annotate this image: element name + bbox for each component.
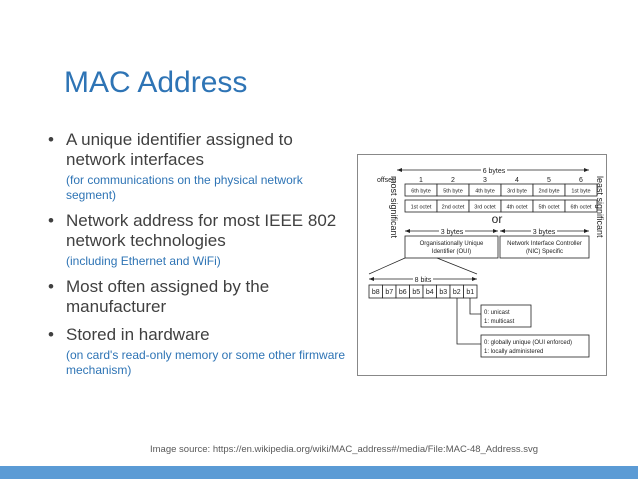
bit-label: b1 <box>466 289 474 296</box>
eight-bits-label: 8 bits <box>415 277 432 284</box>
octet-label: 4th octet <box>506 205 528 211</box>
local-label: 1: locally administered <box>484 349 543 355</box>
arrow-head <box>405 229 410 233</box>
bit-label: b2 <box>453 289 461 296</box>
bit-label: b3 <box>439 289 447 296</box>
arrow-head <box>584 229 589 233</box>
offset-number: 6 <box>579 177 583 184</box>
three-bytes-label: 3 bytes <box>441 229 464 236</box>
expand-line <box>436 257 478 275</box>
bullet-item: • Most often assigned by the manufacture… <box>48 277 348 317</box>
mac-address-diagram: 6 bytes offset: 1 2 3 4 5 6 6th byte 5th… <box>357 154 607 376</box>
bit-label: b8 <box>372 289 380 296</box>
byte-label: 6th byte <box>411 189 431 195</box>
three-bytes-label: 3 bytes <box>533 229 556 236</box>
byte-label: 4th byte <box>475 189 495 195</box>
bullet-item: • A unique identifier assigned to networ… <box>48 130 348 203</box>
b2-callout <box>456 298 481 345</box>
bullet-text: Network address for most IEEE 802 networ… <box>66 211 337 250</box>
or-label: or <box>492 212 503 226</box>
least-significant-label: least significant <box>595 176 605 238</box>
octet-label: 1st octet <box>411 205 432 211</box>
global-local-box <box>480 334 590 358</box>
byte-label: 2nd byte <box>538 189 559 195</box>
label-bg <box>413 274 433 284</box>
bullet-text: Most often assigned by the manufacturer <box>66 277 270 316</box>
global-label: 0: globally unique (OUI enforced) <box>484 340 572 346</box>
bit-label: b6 <box>399 289 407 296</box>
arrow-head <box>500 229 505 233</box>
nic-label-line1: Network Interface Controller <box>507 241 582 247</box>
oui-label-line2: Identifier (OUI) <box>432 249 471 255</box>
octet-label: 2nd octet <box>442 205 465 211</box>
byte-label: 3rd byte <box>507 189 527 195</box>
oui-box <box>404 235 499 259</box>
label-bg <box>439 226 465 236</box>
nic-label-line2: (NIC) Specific <box>526 249 563 255</box>
most-significant-label: most significant <box>389 176 399 239</box>
b1-callout <box>469 298 481 315</box>
bullet-subtext: (on card's read-only memory or some othe… <box>66 348 346 377</box>
bullet-text: Stored in hardware <box>66 325 210 344</box>
label-bg <box>481 165 507 175</box>
bullet-dot: • <box>48 277 54 296</box>
bit-label: b7 <box>385 289 393 296</box>
bullet-subtext: (for communications on the physical netw… <box>66 173 303 202</box>
offset-number: 3 <box>483 177 487 184</box>
bit-label: b5 <box>412 289 420 296</box>
image-source-caption: Image source: https://en.wikipedia.org/w… <box>150 444 539 455</box>
expand-line <box>368 257 406 275</box>
byte-cells <box>404 183 598 213</box>
bottom-accent-bar <box>0 466 638 479</box>
offset-number: 2 <box>451 177 455 184</box>
octet-label: 6th octet <box>570 205 592 211</box>
arrow-head <box>369 277 374 281</box>
arrow-head <box>493 229 498 233</box>
unicast-multicast-box <box>480 304 532 328</box>
bit-cells <box>368 284 478 299</box>
arrow-head <box>472 277 477 281</box>
octet-label: 3rd octet <box>474 205 496 211</box>
six-bytes-label: 6 bytes <box>483 168 506 175</box>
offset-number: 1 <box>419 177 423 184</box>
label-bg <box>531 226 557 236</box>
nic-box <box>499 235 590 259</box>
bullet-subtext: (including Ethernet and WiFi) <box>66 254 221 268</box>
offset-number: 5 <box>547 177 551 184</box>
offset-label: offset: <box>377 177 396 184</box>
oui-label-line1: Organisationally Unique <box>420 241 484 247</box>
bit-label: b4 <box>426 289 434 296</box>
unicast-label: 0: unicast <box>484 310 510 316</box>
byte-label: 1st byte <box>571 189 590 195</box>
multicast-label: 1: multicast <box>484 319 515 325</box>
bullet-dot: • <box>48 211 54 230</box>
bullet-list: • A unique identifier assigned to networ… <box>48 130 348 386</box>
bullet-item: • Stored in hardware (on card's read-onl… <box>48 325 348 378</box>
slide-title: MAC Address <box>64 66 248 99</box>
bullet-dot: • <box>48 130 54 149</box>
byte-label: 5th byte <box>443 189 463 195</box>
arrow-head <box>584 168 589 172</box>
bullet-dot: • <box>48 325 54 344</box>
octet-label: 5th octet <box>538 205 560 211</box>
bullet-text: A unique identifier assigned to network … <box>66 130 293 169</box>
bullet-item: • Network address for most IEEE 802 netw… <box>48 211 348 269</box>
offset-number: 4 <box>515 177 519 184</box>
arrow-head <box>397 168 402 172</box>
